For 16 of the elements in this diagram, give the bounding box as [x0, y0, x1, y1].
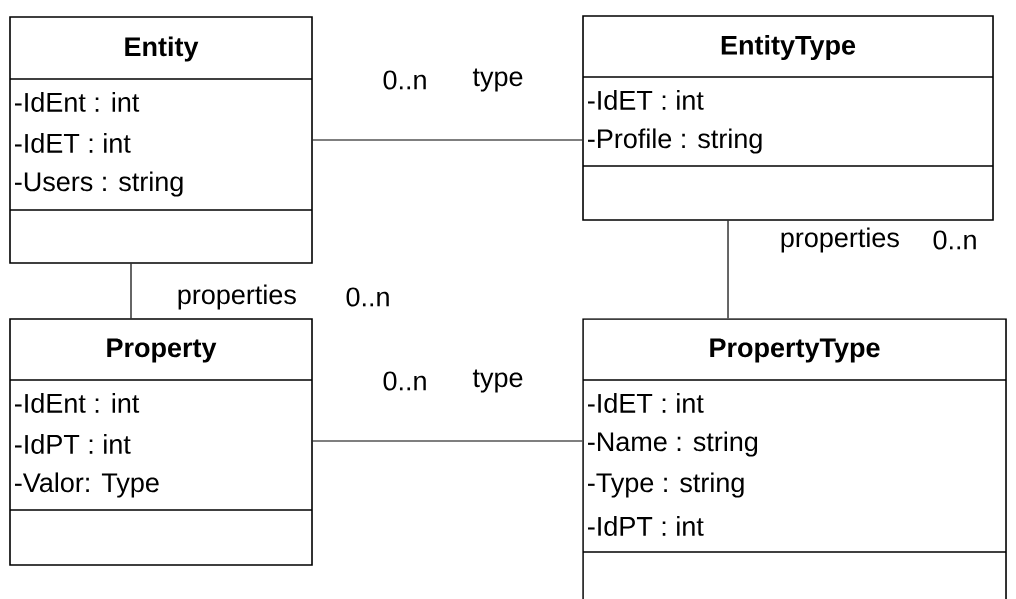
class-box: Entity -IdEnt : int -IdET : int -Users : string: [9, 16, 313, 264]
association-line: [130, 263, 132, 319]
association-line: [312, 440, 583, 442]
multiplicity-label: 0..n: [383, 70, 426, 90]
role-label: type: [471, 67, 525, 93]
multiplicity-label: 0..n: [383, 371, 426, 391]
class-box: PropertyType -IdET : int -Name : string -Type : string -IdPT : int: [582, 318, 1007, 599]
multiplicity-label: 0..n: [933, 230, 976, 250]
class-box: Property -IdEnt : int -IdPT : int -Valor: Type: [9, 318, 313, 566]
association-line: [312, 139, 583, 141]
role-label: type: [471, 368, 525, 394]
multiplicity-label: 0..n: [346, 287, 389, 307]
role-label: properties: [778, 226, 901, 254]
role-label: properties: [175, 283, 298, 311]
association-line: [727, 220, 729, 319]
class-box: EntityType -IdET : int -Profile : string: [582, 15, 994, 221]
